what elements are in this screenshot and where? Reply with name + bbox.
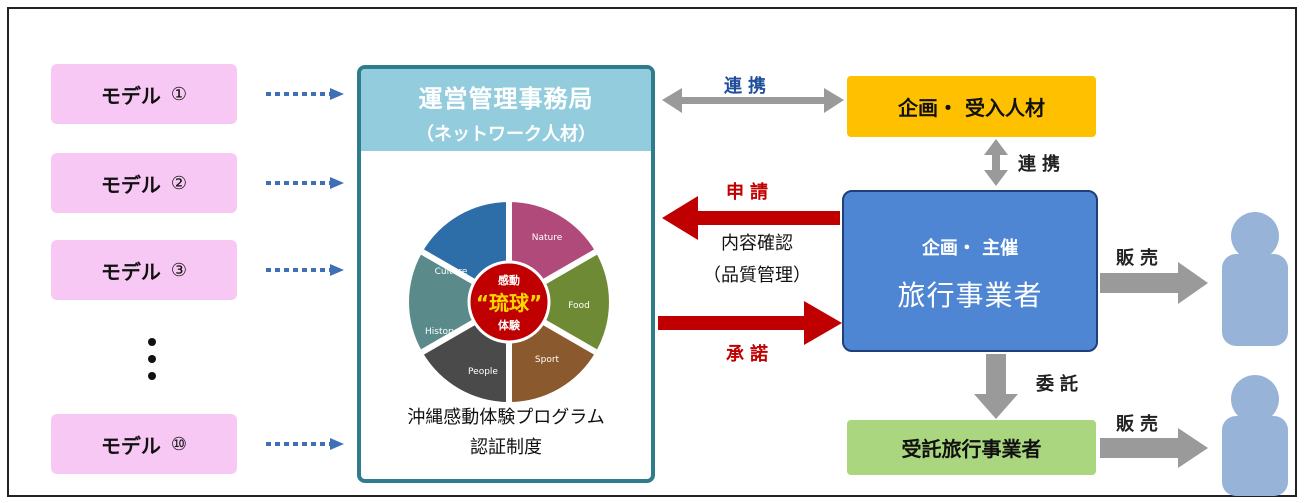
model-box-10: モデル ⑩ <box>51 414 237 474</box>
office-caption: 沖縄感動体験プログラム 認証制度 <box>361 403 651 463</box>
customer-person-icon-1 <box>1222 212 1288 346</box>
model-number: ③ <box>170 259 188 281</box>
wheel-label-nature: Nature <box>532 233 563 243</box>
model-number: ⑩ <box>170 433 188 455</box>
dotted-arrow-10 <box>266 438 344 450</box>
model-label: モデル <box>100 172 161 197</box>
approval-label: 承諾 <box>726 344 774 365</box>
management-office-box: 運営管理事務局 （ネットワーク人材） Nature Food Sport <box>357 65 655 483</box>
office-header: 運営管理事務局 （ネットワーク人材） <box>361 69 651 151</box>
model-number: ① <box>170 83 188 105</box>
travel-agency-title: 旅行事業者 <box>897 279 1043 312</box>
wheel-center-top: 感動 <box>498 273 520 287</box>
sales-label-1: 販売 <box>1116 248 1164 269</box>
model-label: モデル <box>100 259 161 284</box>
wheel-segment-food <box>509 252 609 352</box>
consigned-agency-label: 受託旅行事業者 <box>901 437 1042 461</box>
sales-arrow-1 <box>1100 262 1208 304</box>
sales-arrow-2 <box>1100 428 1208 468</box>
wheel-label-people: People <box>468 367 498 377</box>
application-arrow <box>662 196 840 240</box>
office-title: 運営管理事務局 <box>418 85 594 113</box>
model-box-3: モデル ③ <box>51 240 237 300</box>
model-box-2: モデル ② <box>51 153 237 213</box>
office-subtitle: （ネットワーク人材） <box>416 124 596 145</box>
planning-staff-label: 企画・ 受入人材 <box>898 96 1045 120</box>
consign-label: 委託 <box>1036 374 1084 395</box>
renkei-side-label: 連携 <box>1018 154 1066 175</box>
application-label: 申請 <box>726 182 774 203</box>
content-check-label: 内容確認 （品質管理） <box>672 228 842 292</box>
approval-arrow <box>658 301 842 345</box>
wheel-center-main: “琉球” <box>476 291 542 315</box>
model-label: モデル <box>100 433 161 458</box>
renkei-double-arrow <box>662 88 844 113</box>
content-check-line2: （品質管理） <box>703 265 811 286</box>
model-label: モデル <box>100 83 161 108</box>
wheel-label-sport: Sport <box>535 355 560 365</box>
diagram-frame <box>7 7 1297 497</box>
office-caption-line1: 沖縄感動体験プログラム <box>407 407 605 428</box>
ryukyu-experience-wheel: Nature Food Sport People History Culture… <box>409 202 609 402</box>
planning-staff-box: 企画・ 受入人材 <box>847 76 1096 137</box>
dotted-arrow-3 <box>266 264 344 276</box>
ellipsis-dots <box>148 338 158 389</box>
consign-arrow <box>974 354 1018 419</box>
sales-label-2: 販売 <box>1116 414 1164 435</box>
dotted-arrow-1 <box>266 88 344 100</box>
wheel-segment-history <box>409 252 509 352</box>
wheel-label-history: History <box>425 327 458 337</box>
office-caption-line2: 認証制度 <box>470 437 542 458</box>
wheel-label-culture: Culture <box>435 267 468 277</box>
travel-agency-subtitle: 企画・ 主催 <box>921 238 1019 259</box>
content-check-line1: 内容確認 <box>721 233 793 254</box>
consigned-agency-box: 受託旅行事業者 <box>847 420 1096 475</box>
dotted-arrow-2 <box>266 177 344 189</box>
renkei-vertical-arrow <box>984 139 1008 186</box>
wheel-label-food: Food <box>568 301 590 311</box>
travel-agency-box: 企画・ 主催 旅行事業者 <box>842 190 1098 352</box>
renkei-top-label: 連携 <box>724 76 772 97</box>
customer-person-icon-2 <box>1222 375 1288 496</box>
model-box-1: モデル ① <box>51 64 237 124</box>
model-number: ② <box>170 172 188 194</box>
wheel-center-bottom: 体験 <box>498 318 521 332</box>
